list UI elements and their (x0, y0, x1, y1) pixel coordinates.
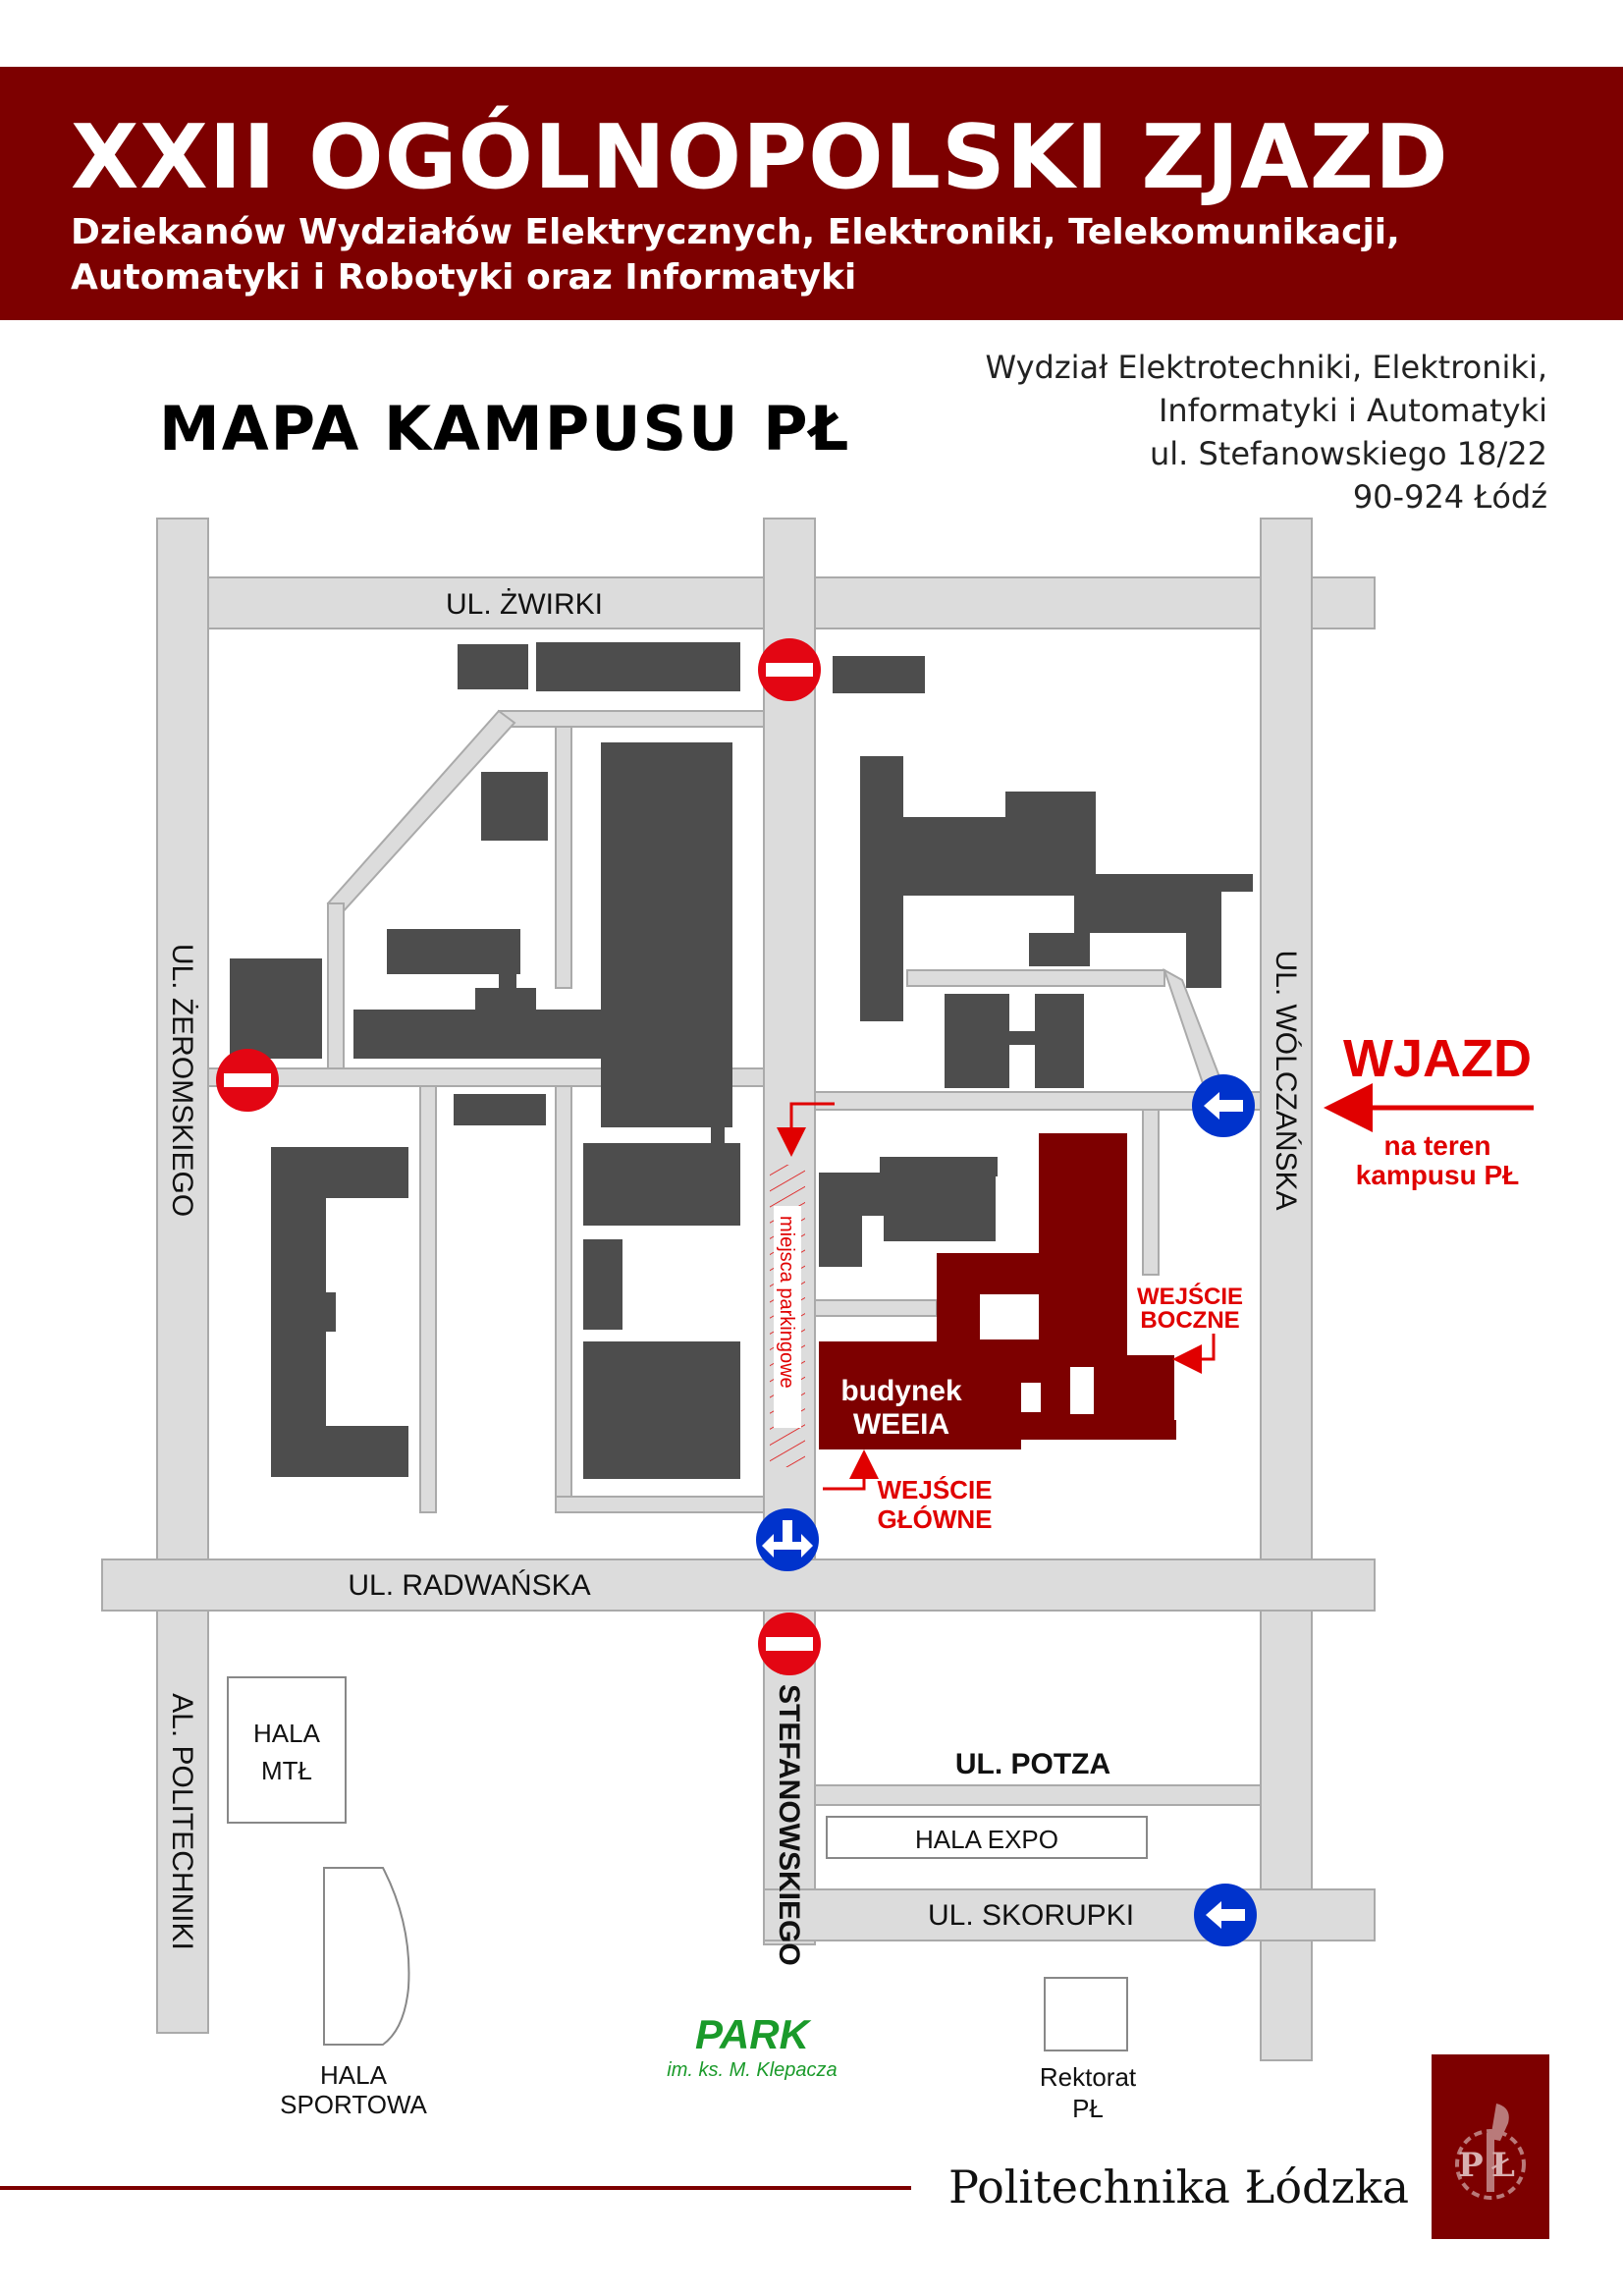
mandatory-left-sign (1192, 1074, 1255, 1137)
hala-expo (826, 1816, 1148, 1859)
address-line4: 90-924 Łódź (1352, 478, 1547, 516)
no-entry-sign (758, 638, 821, 701)
mandatory-left-sign (1194, 1884, 1257, 1946)
internal-paths (207, 709, 1262, 1513)
building (458, 644, 528, 689)
building (1009, 1031, 1035, 1045)
hala-expo-label: HALA EXPO (915, 1825, 1058, 1854)
street-potza: UL. POTZA (955, 1748, 1110, 1780)
logo-emblem-icon: PŁ (1455, 2104, 1526, 2200)
weeia-building: budynek WEEIA (819, 1133, 1176, 1449)
address-line2: Informatyki i Automatyki (1158, 392, 1547, 429)
rektorat-label-1: Rektorat (1040, 2062, 1137, 2092)
weeia-label-1: budynek (840, 1375, 962, 1407)
building (271, 1147, 408, 1477)
hala-mtl (227, 1676, 347, 1824)
road-zeromskiego (156, 518, 209, 1560)
building (583, 1239, 622, 1330)
path (327, 902, 345, 1069)
side-entrance-label-1: WEJŚCIE (1137, 1283, 1243, 1310)
building (860, 756, 1253, 1021)
main-entrance-label-2: GŁÓWNE (878, 1504, 993, 1534)
header-banner: XXII OGÓLNOPOLSKI ZJAZD Dziekanów Wydzia… (0, 67, 1623, 320)
side-entrance-label-2: BOCZNE (1140, 1307, 1239, 1334)
hala-sportowa-label-2: SPORTOWA (280, 2090, 427, 2119)
building (326, 1292, 336, 1332)
mandatory-turn-sign (756, 1508, 819, 1571)
road-potza (814, 1784, 1262, 1806)
building (819, 1157, 998, 1267)
university-logo: PŁ (1432, 2054, 1549, 2239)
path (814, 1091, 1262, 1111)
path (1163, 967, 1227, 1093)
wjazd-sublabel-1: na teren (1384, 1130, 1491, 1161)
street-zeromskiego: UL. ŻEROMSKIEGO (166, 944, 198, 1217)
event-subtitle-line2: Automatyki i Robotyki oraz Informatyki (71, 257, 857, 298)
path (555, 1085, 572, 1513)
street-skorupki: UL. SKORUPKI (928, 1899, 1134, 1932)
path (498, 710, 765, 728)
road-politechniki (156, 1610, 209, 2034)
weeia-label-2: WEEIA (853, 1408, 949, 1441)
parking-label: miejsca parkingowe (776, 1216, 797, 1389)
building (583, 1341, 740, 1479)
event-subtitle-line1: Dziekanów Wydziałów Elektrycznych, Elekt… (71, 212, 1400, 252)
side-entrance-arrow (1172, 1334, 1216, 1374)
wjazd-label: WJAZD (1343, 1029, 1532, 1088)
path (814, 1299, 938, 1317)
main-entrance-label-1: WEJŚCIE (877, 1475, 992, 1504)
rektorat-label-2: PŁ (1072, 2094, 1104, 2123)
building (1035, 994, 1084, 1088)
road-wolczanska (1260, 518, 1313, 2061)
building (353, 1010, 660, 1059)
street-wolczanska: UL. WÓLCZAŃSKA (1270, 950, 1302, 1210)
building (711, 1127, 725, 1143)
map-title: MAPA KAMPUSU PŁ (159, 393, 851, 465)
building (481, 772, 548, 841)
building (945, 994, 1009, 1088)
logo-text: PŁ (1458, 2146, 1523, 2185)
no-entry-sign (216, 1049, 279, 1112)
hala-mtl-label-2: MTŁ (261, 1756, 312, 1785)
wjazd-sublabel-2: kampusu PŁ (1356, 1160, 1519, 1190)
institution-name: Politechnika Łódzka (948, 2160, 1410, 2214)
event-title: XXII OGÓLNOPOLSKI ZJAZD (71, 106, 1449, 209)
road-skorupki (763, 1888, 1376, 1941)
hala-sportowa-label-1: HALA (320, 2060, 388, 2090)
main-entrance-arrow (823, 1449, 879, 1491)
building (454, 1094, 546, 1125)
rektorat (1044, 1977, 1128, 2051)
building (230, 958, 322, 1059)
path (555, 726, 572, 989)
path (555, 1496, 765, 1513)
path (906, 969, 1165, 987)
path (1142, 1109, 1160, 1276)
no-entry-sign (758, 1613, 821, 1675)
building (475, 988, 536, 1010)
building (601, 742, 732, 1127)
hala-mtl-label-1: HALA (253, 1719, 321, 1748)
park-label: PARK (695, 2011, 812, 2057)
building (387, 929, 520, 974)
street-zwirki: UL. ŻWIRKI (446, 588, 603, 621)
street-radwanska: UL. RADWAŃSKA (348, 1569, 590, 1602)
event-subtitle: Dziekanów Wydziałów Elektrycznych, Elekt… (71, 210, 1400, 301)
building (536, 642, 740, 691)
building (583, 1143, 740, 1226)
address-line1: Wydział Elektrotechniki, Elektroniki, (985, 349, 1547, 386)
path (419, 1085, 437, 1513)
buildings (230, 642, 1253, 1479)
address-block: Wydział Elektrotechniki, Elektroniki, In… (985, 346, 1547, 519)
building (833, 656, 925, 693)
street-politechniki: AL. POLITECHNIKI (166, 1693, 198, 1950)
hala-sportowa (323, 1867, 410, 2046)
street-stefanowskiego: UL. STEFANOWSKIEGO (773, 1628, 805, 1965)
address-line3: ul. Stefanowskiego 18/22 (1149, 435, 1547, 472)
parking-area: miejsca parkingowe (770, 1102, 835, 1467)
road-radwanska (101, 1558, 1376, 1612)
park-sublabel: im. ks. M. Klepacza (667, 2059, 837, 2081)
